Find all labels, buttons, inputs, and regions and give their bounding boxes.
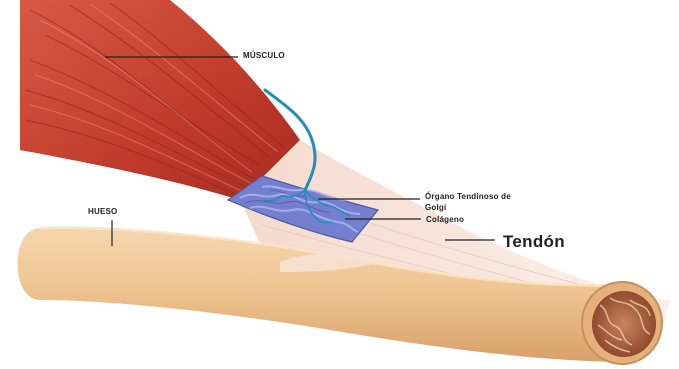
label-colageno: Colágeno <box>426 215 464 225</box>
bone-cross-section <box>582 282 662 364</box>
muscle <box>20 0 300 200</box>
label-organo-golgi-line2: Golgi <box>425 203 446 213</box>
label-organo-golgi-line1: Órgano Tendinoso de <box>425 192 511 202</box>
label-hueso: HUESO <box>88 207 117 217</box>
label-tendon: Tendón <box>503 232 565 252</box>
label-musculo: MÚSCULO <box>243 51 285 61</box>
